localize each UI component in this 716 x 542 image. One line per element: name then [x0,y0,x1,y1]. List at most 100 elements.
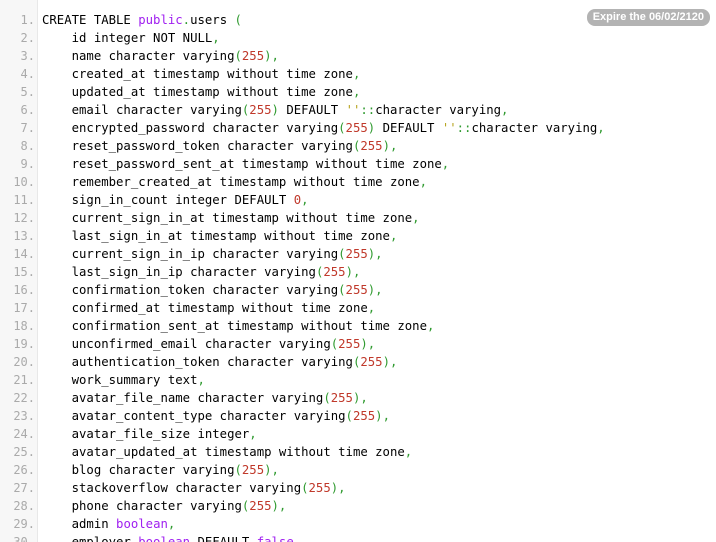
code-number: 255 [249,103,272,117]
code-number: 255 [330,391,353,405]
code-source: unconfirmed_email character varying(255)… [35,335,376,353]
code-source: email character varying(255) DEFAULT '':… [35,101,509,119]
code-source: sign_in_count integer DEFAULT 0, [35,191,309,209]
code-punctuation: ) [367,121,376,135]
code-text: character varying [375,103,502,117]
code-punctuation: ), [345,265,361,279]
code-punctuation: , [404,445,413,459]
code-source: reset_password_sent_at timestamp without… [35,155,450,173]
code-punctuation: , [293,535,302,542]
line-number: 11. [13,193,35,207]
code-line: 27. stackoverflow character varying(255)… [0,479,716,497]
code-text: CREATE TABLE [42,13,139,27]
line-number: 22. [13,391,35,405]
code-text: confirmed_at timestamp without time zone [42,301,368,315]
code-line: 14. current_sign_in_ip character varying… [0,245,716,263]
code-text: avatar_file_name character varying [42,391,324,405]
code-text: DEFAULT [278,103,346,117]
code-punctuation: ), [264,463,279,477]
line-number: 25. [13,445,35,459]
code-line: 12. current_sign_in_at timestamp without… [0,209,716,227]
code-source: avatar_content_type character varying(25… [35,407,390,425]
code-line: 9. reset_password_sent_at timestamp with… [0,155,716,173]
code-number: 255 [352,409,376,423]
code-text: email character varying [42,103,242,117]
line-number: 24. [13,427,35,441]
code-text: DEFAULT [375,121,442,135]
code-text: avatar_content_type character varying [42,409,346,423]
code-punctuation: :: [456,121,472,135]
code-punctuation: ), [352,391,368,405]
code-source: last_sign_in_ip character varying(255), [35,263,361,281]
code-text: employer [42,535,139,542]
code-source: name character varying(255), [35,47,279,65]
line-number: 13. [13,229,35,243]
code-text: sign_in_count integer DEFAULT [42,193,294,207]
line-number: 21. [13,373,35,387]
code-source: last_sign_in_at timestamp without time z… [35,227,398,245]
code-punctuation: , [501,103,509,117]
code-line: 15. last_sign_in_ip character varying(25… [0,263,716,281]
code-punctuation: ( [338,121,346,135]
code-punctuation: ( [330,337,339,351]
code-line: 3. name character varying(255), [0,47,716,65]
code-punctuation: ), [382,139,398,153]
code-punctuation: ( [315,265,324,279]
code-line: 23. avatar_content_type character varyin… [0,407,716,425]
code-line: 18. confirmation_sent_at timestamp witho… [0,317,716,335]
code-text: current_sign_in_ip character varying [42,247,339,261]
line-number: 26. [13,463,35,477]
line-number: 4. [20,67,35,81]
code-block[interactable]: 1.CREATE TABLE public.users (2. id integ… [0,11,716,542]
code-punctuation: , [197,373,205,387]
code-text: created_at timestamp without time zone [42,67,353,81]
code-line: 20. authentication_token character varyi… [0,353,716,371]
line-number: 29. [13,517,35,531]
code-punctuation: ), [367,283,383,297]
code-line: 11. sign_in_count integer DEFAULT 0, [0,191,716,209]
expire-badge: Expire the 06/02/2120 [586,9,710,26]
code-line: 1.CREATE TABLE public.users ( [0,11,716,29]
line-number: 19. [13,337,35,351]
line-number: 17. [13,301,35,315]
code-punctuation: , [426,319,435,333]
code-string: '' [345,103,361,117]
code-punctuation: , [352,85,361,99]
code-source: current_sign_in_ip character varying(255… [35,245,383,263]
line-number: 20. [13,355,35,369]
code-text: current_sign_in_at timestamp without tim… [42,211,413,225]
code-line: 8. reset_password_token character varyin… [0,137,716,155]
code-punctuation: ( [323,391,331,405]
code-punctuation: ( [234,49,242,63]
code-source: confirmation_token character varying(255… [35,281,383,299]
code-punctuation: , [352,67,361,81]
code-punctuation: , [419,175,427,189]
code-source: work_summary text, [35,371,205,389]
code-text: authentication_token character varying [42,355,353,369]
code-text: avatar_file_size integer [42,427,250,441]
code-line: 10. remember_created_at timestamp withou… [0,173,716,191]
code-source: confirmed_at timestamp without time zone… [35,299,376,317]
line-number: 28. [13,499,35,513]
code-source: avatar_file_size integer, [35,425,257,443]
code-punctuation: , [412,211,420,225]
code-text: id integer NOT NULL [42,31,213,45]
code-text: encrypted_password character varying [42,121,339,135]
code-source: reset_password_token character varying(2… [35,137,398,155]
code-punctuation: , [597,121,605,135]
code-punctuation: ) [271,103,279,117]
code-source: confirmation_sent_at timestamp without t… [35,317,435,335]
code-text: name character varying [42,49,235,63]
code-keyword: boolean [138,535,191,542]
line-number: 9. [20,157,35,171]
code-number: 255 [345,247,368,261]
code-line: 24. avatar_file_size integer, [0,425,716,443]
code-line: 6. email character varying(255) DEFAULT … [0,101,716,119]
code-punctuation: , [167,517,176,531]
code-source: CREATE TABLE public.users ( [35,11,242,29]
code-line: 19. unconfirmed_email character varying(… [0,335,716,353]
code-source: avatar_file_name character varying(255), [35,389,368,407]
code-number: 255 [360,139,383,153]
code-source: blog character varying(255), [35,461,279,479]
